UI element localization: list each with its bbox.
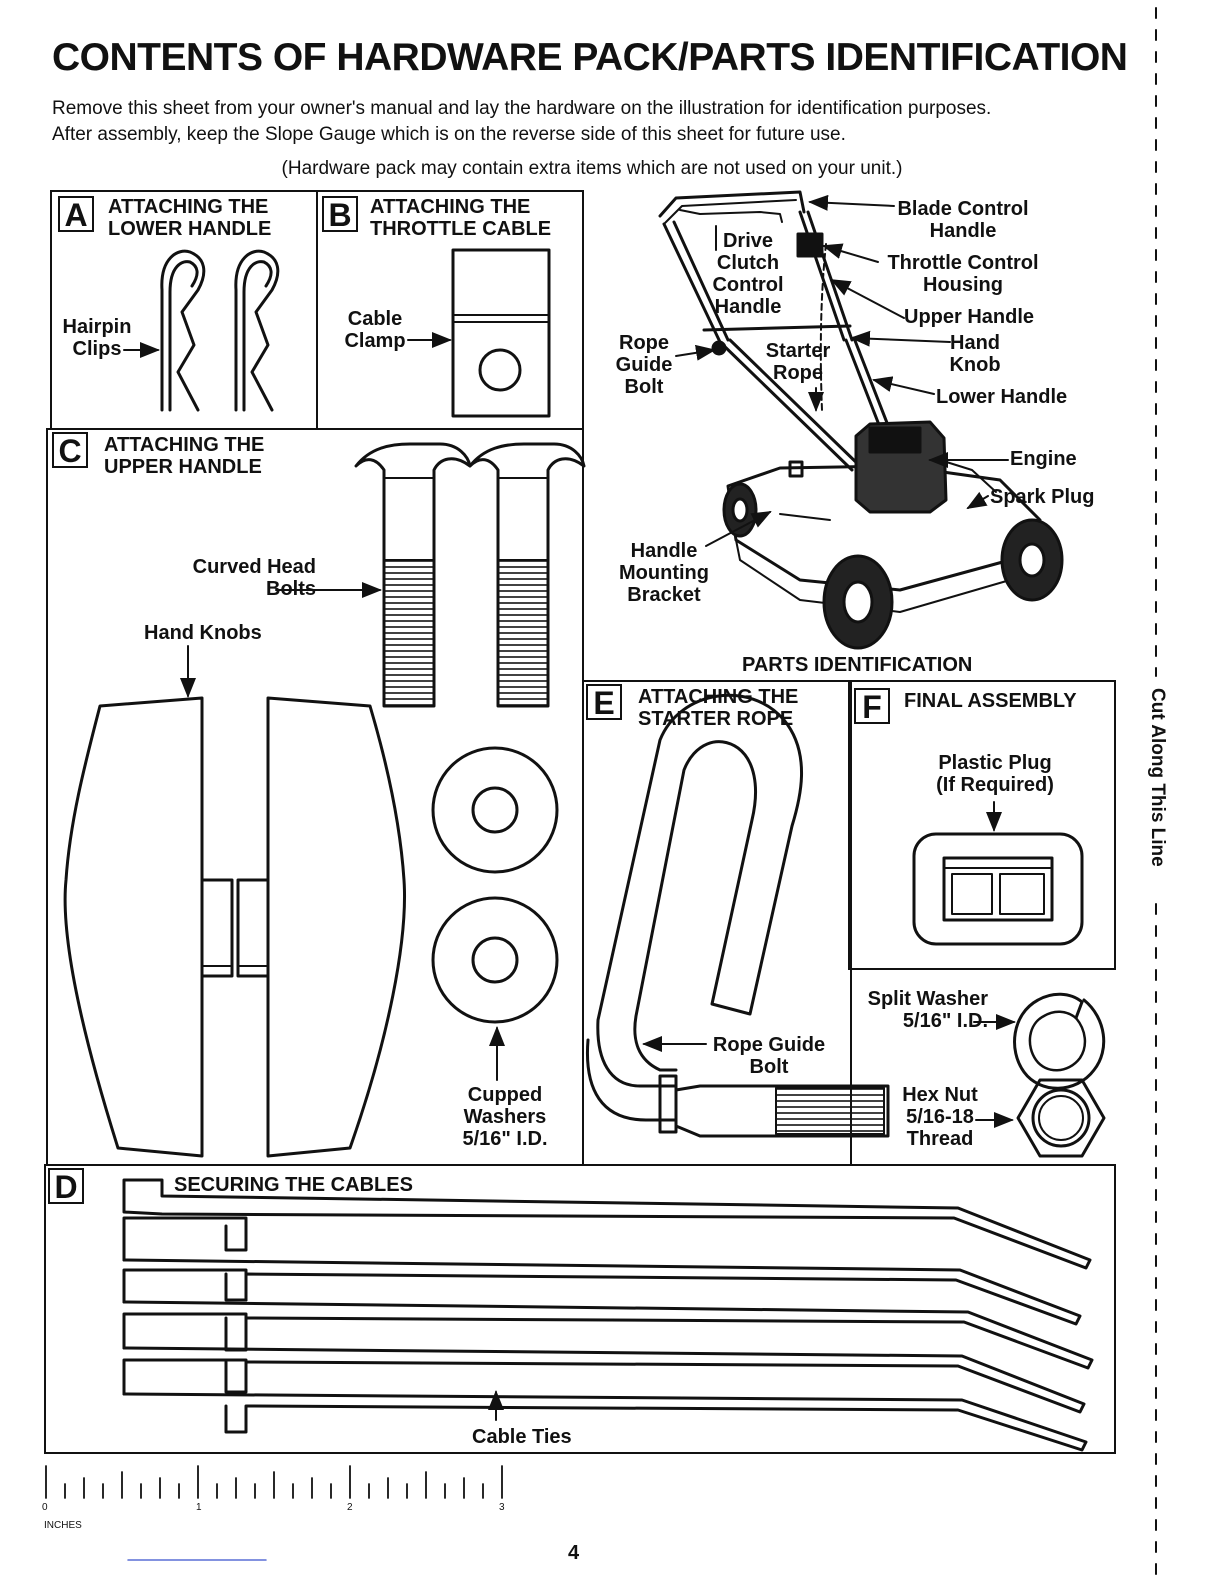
cable-tie-5 bbox=[122, 1358, 1088, 1452]
starter-rope-label: Starter Rope bbox=[765, 340, 831, 384]
cable-clamp-label: Cable Clamp bbox=[344, 308, 406, 352]
panel-d-letter: D bbox=[48, 1168, 84, 1204]
page-title: CONTENTS OF HARDWARE PACK/PARTS IDENTIFI… bbox=[52, 36, 1128, 79]
starter-rope-loop bbox=[585, 693, 804, 1122]
ruler-tick-3: 3 bbox=[499, 1502, 505, 1513]
hand-knob-parts-label: Hand Knob bbox=[949, 332, 1001, 376]
ruler-tick-0: 0 bbox=[42, 1502, 48, 1513]
panel-a-letter: A bbox=[58, 196, 94, 232]
hand-knob-right bbox=[236, 696, 406, 1158]
cable-clamp bbox=[451, 248, 551, 418]
panel-c-title: ATTACHING THE UPPER HANDLE bbox=[104, 434, 265, 478]
upper-handle-label: Upper Handle bbox=[904, 306, 1035, 328]
panel-f-letter: F bbox=[854, 688, 890, 724]
handle-mounting-bracket-label: Handle Mounting Bracket bbox=[619, 540, 709, 606]
ruler-unit: INCHES bbox=[44, 1520, 82, 1531]
split-washer bbox=[1013, 992, 1106, 1090]
panel-e-title: ATTACHING THE STARTER ROPE bbox=[638, 686, 799, 730]
lawn-mower-illustration bbox=[658, 190, 1064, 650]
throttle-control-housing-label: Throttle Control Housing bbox=[887, 252, 1039, 296]
curved-head-bolt-left bbox=[354, 442, 472, 708]
panel-d bbox=[44, 1164, 1116, 1454]
panel-c-letter: C bbox=[52, 432, 88, 468]
cable-tie-1 bbox=[122, 1178, 1092, 1270]
ruler-tick-1: 1 bbox=[196, 1502, 202, 1513]
panel-a-title: ATTACHING THE LOWER HANDLE bbox=[108, 196, 272, 240]
cupped-washer-bottom bbox=[431, 896, 559, 1024]
rope-guide-bolt-parts-label: Rope Guide Bolt bbox=[615, 332, 673, 398]
hand-knob-left bbox=[63, 696, 234, 1158]
panel-b-letter: B bbox=[322, 196, 358, 232]
engine-label: Engine bbox=[1010, 448, 1077, 470]
inch-ruler bbox=[45, 1465, 503, 1499]
panel-f-title: FINAL ASSEMBLY bbox=[904, 690, 1077, 712]
page-number: 4 bbox=[568, 1542, 580, 1564]
panel-d-title: SECURING THE CABLES bbox=[174, 1174, 413, 1196]
plastic-plug-label: Plastic Plug (If Required) bbox=[936, 752, 1054, 796]
spark-plug-label: Spark Plug bbox=[990, 486, 1095, 508]
cupped-washers-label: Cupped Washers 5/16" I.D. bbox=[462, 1084, 548, 1150]
drive-clutch-control-handle-label: Drive Clutch Control Handle bbox=[712, 230, 784, 318]
panel-b-title: ATTACHING THE THROTTLE CABLE bbox=[370, 196, 552, 240]
intro-text: Remove this sheet from your owner's manu… bbox=[52, 96, 1132, 148]
hairpin-clip-left bbox=[160, 249, 206, 412]
cupped-washer-top bbox=[431, 746, 559, 874]
cable-tie-2 bbox=[122, 1216, 1082, 1326]
intro-line-1: Remove this sheet from your owner's manu… bbox=[52, 98, 992, 119]
rope-guide-bolt bbox=[658, 1074, 890, 1138]
panel-f bbox=[848, 680, 1116, 970]
lower-handle-label: Lower Handle bbox=[936, 386, 1068, 408]
intro-line-2: After assembly, keep the Slope Gauge whi… bbox=[52, 124, 846, 145]
curved-head-bolts-label: Curved Head Bolts bbox=[192, 556, 316, 600]
ruler-tick-2: 2 bbox=[347, 1502, 353, 1513]
cable-ties-label: Cable Ties bbox=[472, 1426, 572, 1448]
cut-line-label: Cut Along This Line bbox=[1147, 688, 1168, 867]
split-washer-label: Split Washer 5/16" I.D. bbox=[867, 988, 988, 1032]
hex-nut bbox=[1016, 1078, 1106, 1158]
hairpin-clips-label: Hairpin Clips bbox=[62, 316, 132, 360]
panel-e-letter: E bbox=[586, 684, 622, 720]
plastic-plug bbox=[912, 832, 1084, 946]
hex-nut-label: Hex Nut 5/16-18 Thread bbox=[902, 1084, 978, 1150]
parts-identification-caption: PARTS IDENTIFICATION bbox=[742, 654, 973, 676]
curved-head-bolt-right bbox=[468, 442, 586, 708]
hardware-note: (Hardware pack may contain extra items w… bbox=[281, 158, 903, 179]
hand-knobs-label: Hand Knobs bbox=[144, 622, 262, 644]
rope-guide-bolt-label: Rope Guide Bolt bbox=[712, 1034, 826, 1078]
hairpin-clip-right bbox=[234, 249, 280, 412]
cable-tie-4 bbox=[122, 1312, 1086, 1414]
blade-control-handle-label: Blade Control Handle bbox=[897, 198, 1029, 242]
